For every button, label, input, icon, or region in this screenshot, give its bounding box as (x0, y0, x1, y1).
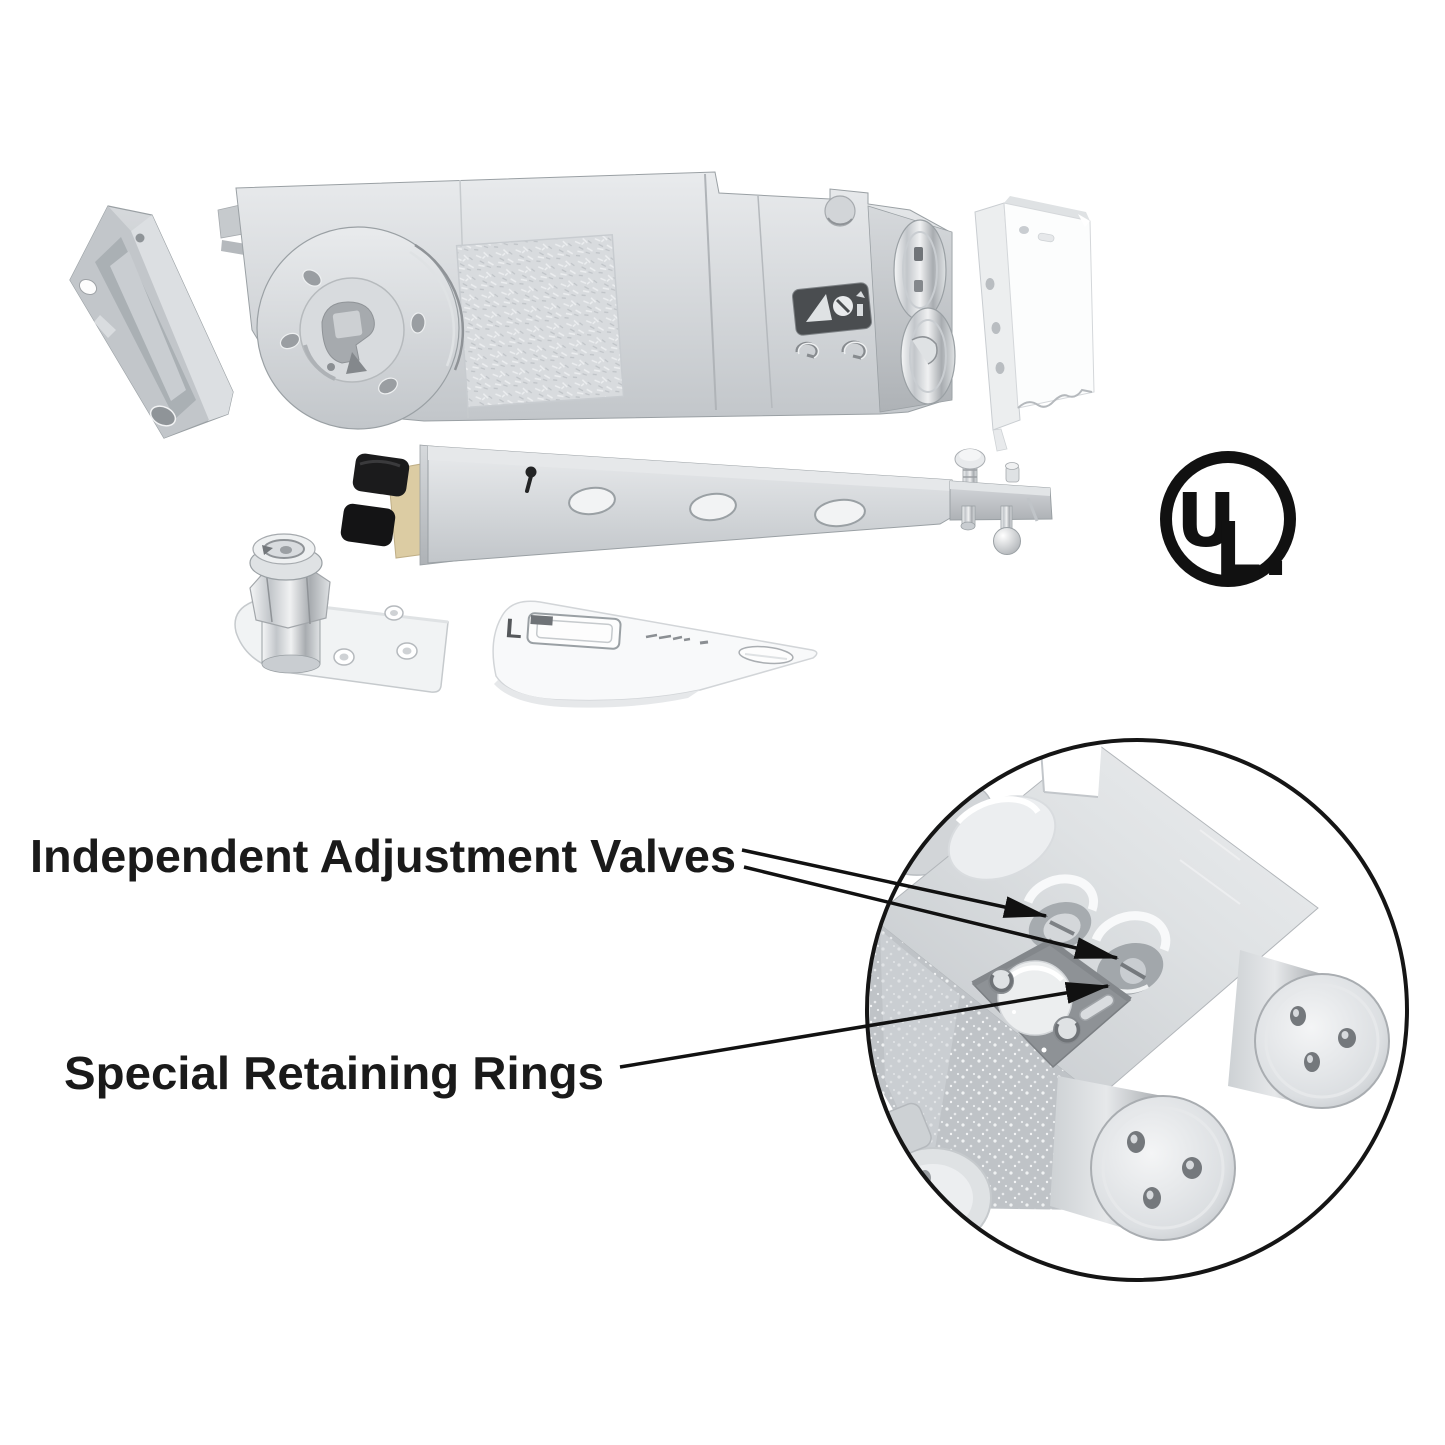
detail-tube-opening (872, 784, 914, 840)
cylinder-cap-detail (911, 336, 938, 365)
arm-beam-top-face (428, 446, 952, 491)
side-arm-etched-marks (645, 633, 709, 645)
hub-index-hole (327, 363, 335, 371)
detail-cap-1 (1254, 973, 1390, 1109)
detail-retaining-ring-1 (988, 968, 1014, 994)
end-bracket-leg (992, 428, 1008, 452)
end-bracket-flange (974, 202, 1021, 431)
side-cover-plate-channel-floor (110, 251, 186, 401)
side-cover-plate-notch (78, 278, 98, 296)
arm-slot (568, 486, 616, 516)
detail-magnifier-outline (865, 738, 1409, 1282)
side-arm-main-slot (526, 612, 622, 650)
closer-body-seam-2 (757, 195, 773, 409)
detail-valve-lip-2 (1091, 911, 1171, 952)
side-arm: L (492, 600, 818, 708)
closer-body-icon-panel (791, 282, 873, 336)
arm-slot (814, 498, 866, 528)
pivot-c-clip-gap (262, 545, 273, 555)
retaining-rings-label: Special Retaining Rings (64, 1047, 604, 1099)
pivot-stud (249, 533, 331, 674)
side-arm-oval-slot (738, 645, 794, 665)
closer-body-pin-notch (827, 217, 853, 226)
main-arm (340, 444, 1053, 566)
cylinder-cap-slot (914, 280, 923, 292)
side-cover-plate-step (94, 315, 116, 338)
pivot-plate-holes (314, 594, 418, 666)
cylinder-cap-slot (914, 247, 923, 261)
end-bracket-crinkle (1017, 388, 1093, 409)
detail-partial-cylinder (874, 1147, 992, 1249)
side-arm-letter-stamp: L (505, 613, 524, 644)
end-bracket-hole (985, 278, 995, 290)
side-cover-plate-oval-hole (149, 405, 177, 427)
end-bracket-top-hole (1019, 226, 1029, 234)
arm-cotter-pin (1026, 497, 1039, 522)
arm-ball-stud (993, 505, 1021, 555)
end-bracket-corner-notch (1078, 214, 1090, 227)
detail-valve-lip-1 (1023, 874, 1099, 912)
side-cover-plate-top-hole (135, 233, 145, 243)
closer-body-pin-boss (824, 195, 856, 227)
end-bracket-hole (991, 322, 1001, 334)
adjustment-valve-arrow-1 (741, 848, 1048, 918)
closer-body-texture-patch (455, 233, 625, 409)
engraving-glyph-valve (856, 291, 865, 316)
end-bracket-slot (1037, 232, 1055, 243)
closer-body-cylinder-cap-top (893, 219, 947, 321)
detail-pocket-highlight (955, 796, 1041, 825)
ul-logo-ring (1160, 451, 1296, 587)
hub-bolt-holes (279, 269, 426, 395)
arm-lower-pin (960, 505, 976, 531)
side-arm-bottom-face (494, 680, 700, 708)
ul-logo-letter-l: L. (1214, 507, 1289, 593)
callout-arrows (619, 848, 1119, 1069)
adjustment-valve-arrow-2 (743, 865, 1119, 960)
closer-body-spindle-hub (256, 226, 465, 430)
end-bracket (974, 196, 1095, 452)
closer-body (217, 171, 956, 430)
end-bracket-hole (995, 362, 1005, 374)
closer-body-etched-swirls (795, 340, 868, 360)
arm-bumper-bottom (340, 503, 396, 547)
end-bracket-top-fold (1004, 196, 1090, 221)
ul-logo-letter-u: U (1176, 478, 1236, 564)
arm-end-bar-top (950, 481, 1050, 496)
adjustment-valves-label: Independent Adjustment Valves (30, 830, 736, 882)
pivot-assembly (234, 533, 449, 693)
arm-bumper-top (352, 453, 410, 497)
arm-slot (689, 492, 737, 522)
engraving-glyph-wedge (806, 294, 832, 322)
closer-body-seam (704, 173, 717, 411)
arm-keyhole (525, 466, 537, 493)
detail-cap-2 (1090, 1095, 1236, 1241)
hub-cam-notch (346, 352, 367, 374)
end-bracket-face (1003, 202, 1095, 409)
retaining-ring-arrow (619, 982, 1110, 1069)
detail-scratches (1179, 829, 1241, 905)
ul-certification-logo: U L. (1160, 451, 1296, 593)
detail-retaining-ring-2 (1053, 1016, 1081, 1044)
detail-side-sheen (880, 930, 960, 1180)
side-arm-oval-slot-line (744, 653, 788, 660)
side-cover-plate (69, 205, 234, 439)
side-cover-plate-rim-right (130, 215, 233, 421)
hub-spindle-square (332, 310, 363, 339)
